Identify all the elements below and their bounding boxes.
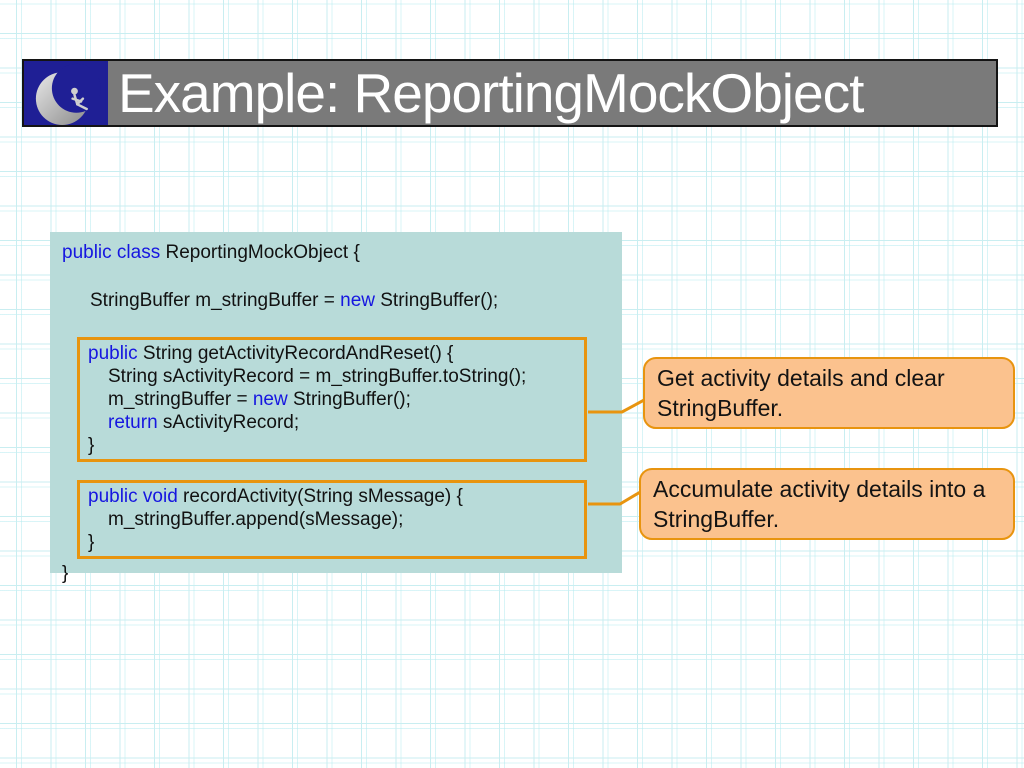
code-text: }	[88, 532, 95, 553]
code-line: public class ReportingMockObject {	[62, 241, 622, 265]
moon-logo-graphic	[26, 61, 106, 125]
code-keyword: new	[340, 290, 375, 311]
code-text: StringBuffer();	[374, 290, 499, 311]
code-keyword: public	[88, 343, 138, 364]
code-text: ReportingMockObject {	[165, 242, 360, 263]
crescent-moon-reader-logo	[24, 61, 108, 125]
code-keyword: public void	[88, 486, 178, 507]
code-line: StringBuffer m_stringBuffer = new String…	[62, 289, 622, 313]
code-line: public String getActivityRecordAndReset(…	[88, 342, 584, 365]
callout-get-activity: Get activity details and clear StringBuf…	[643, 357, 1015, 429]
code-text: m_stringBuffer.append(sMessage);	[108, 509, 404, 530]
code-keyword: public class	[62, 242, 166, 263]
code-intro-lines: public class ReportingMockObject { Strin…	[62, 241, 622, 337]
code-line: return sActivityRecord;	[88, 411, 584, 434]
code-text: }	[88, 435, 95, 456]
slide-title: Example: ReportingMockObject	[118, 61, 864, 124]
code-block: public class ReportingMockObject { Strin…	[50, 232, 622, 584]
code-text: m_stringBuffer =	[108, 389, 253, 410]
code-line: public void recordActivity(String sMessa…	[88, 485, 584, 508]
class-closing-brace: }	[62, 563, 69, 584]
code-text: String sActivityRecord = m_stringBuffer.…	[108, 366, 527, 387]
code-text: String getActivityRecordAndReset() {	[137, 343, 454, 364]
code-keyword: new	[252, 389, 288, 410]
code-line: m_stringBuffer = new StringBuffer();	[88, 388, 584, 411]
code-keyword: return	[108, 412, 158, 433]
title-bar: Example: ReportingMockObject	[22, 59, 998, 127]
method-box-getActivityRecordAndReset: public String getActivityRecordAndReset(…	[77, 337, 587, 462]
callout-accumulate-activity: Accumulate activity details into a Strin…	[639, 468, 1015, 540]
code-text: StringBuffer m_stringBuffer =	[90, 290, 341, 311]
code-text: recordActivity(String sMessage) {	[177, 486, 463, 507]
code-line	[62, 313, 622, 337]
code-line: }	[88, 531, 584, 554]
code-text: sActivityRecord;	[157, 412, 300, 433]
method-box-recordActivity: public void recordActivity(String sMessa…	[77, 480, 587, 559]
code-line: String sActivityRecord = m_stringBuffer.…	[88, 365, 584, 388]
code-line	[62, 265, 622, 289]
code-text: StringBuffer();	[287, 389, 411, 410]
code-line: m_stringBuffer.append(sMessage);	[88, 508, 584, 531]
code-line: }	[88, 434, 584, 457]
